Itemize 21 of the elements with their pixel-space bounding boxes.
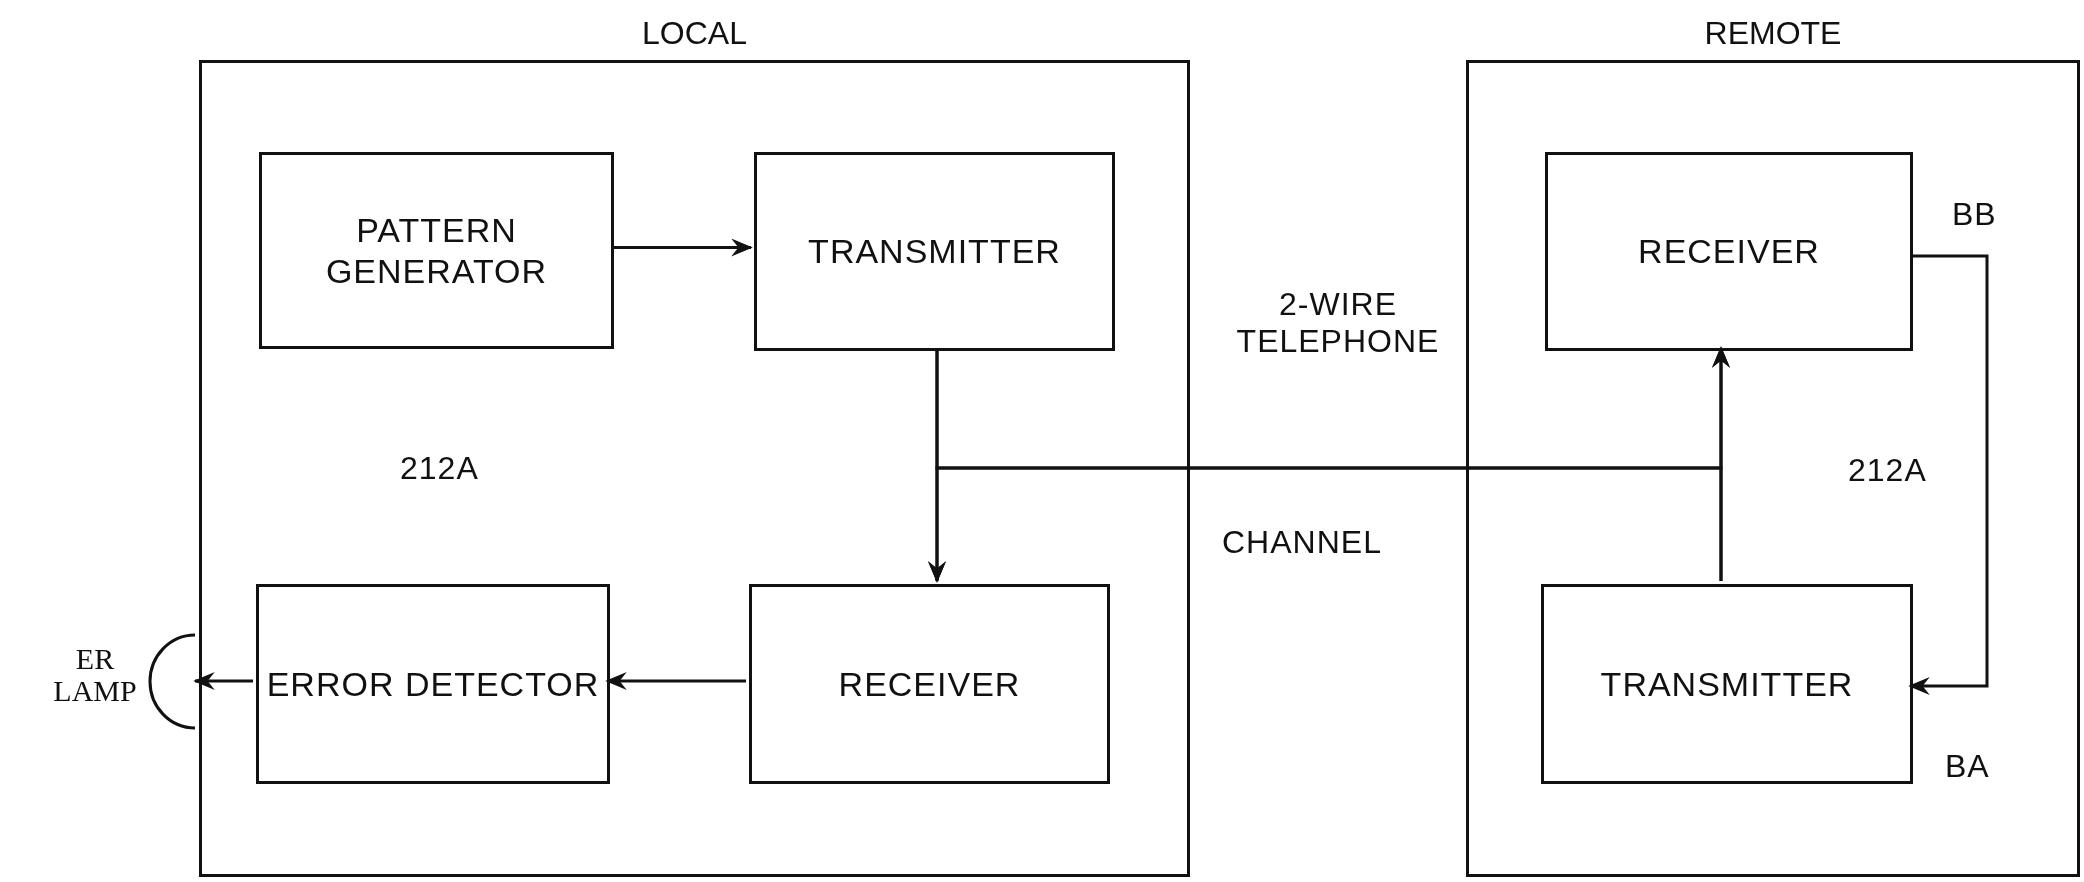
signal-arrow: [605, 672, 746, 690]
text-label: 212A: [400, 450, 479, 487]
text-label: BA: [1945, 748, 1990, 785]
block-box: TRANSMITTER: [754, 152, 1115, 351]
signal-arrow: [193, 672, 253, 690]
lamp-label: ER LAMP: [52, 643, 138, 706]
block-box: TRANSMITTER: [1541, 584, 1913, 784]
text-label: CHANNEL: [1222, 524, 1382, 561]
block-box: RECEIVER: [749, 584, 1110, 784]
block-box: RECEIVER: [1545, 152, 1913, 351]
frame-heading: LOCAL: [641, 15, 748, 52]
frame-heading: REMOTE: [1703, 15, 1843, 52]
signal-arrow: [611, 238, 753, 257]
text-label: 212A: [1848, 452, 1927, 489]
signal-arrow: [1908, 254, 1989, 695]
text-label: BB: [1952, 196, 1997, 233]
lamp-symbol: [150, 635, 195, 728]
signal-arrow: [928, 466, 1723, 583]
text-label: 2-WIRE TELEPHONE: [1235, 286, 1441, 360]
block-box: ERROR DETECTOR: [256, 584, 610, 784]
block-box: PATTERN GENERATOR: [259, 152, 614, 349]
